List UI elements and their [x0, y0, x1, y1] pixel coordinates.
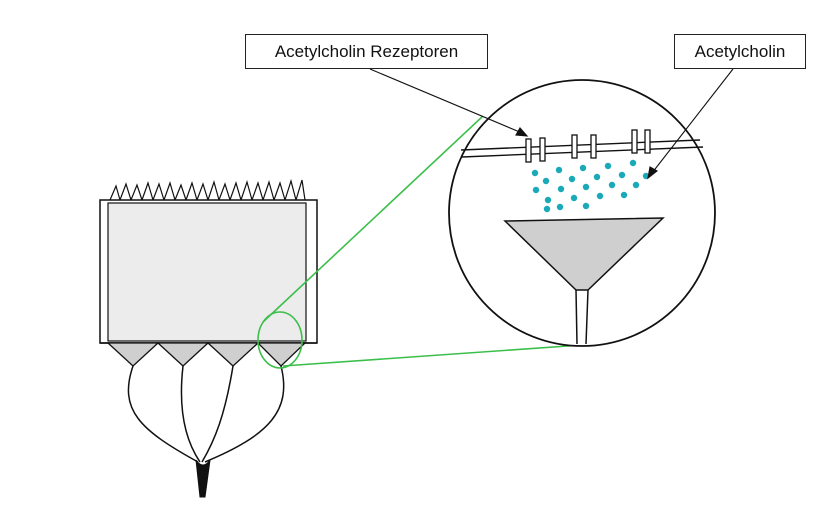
zoom-circle	[448, 79, 716, 347]
presynaptic-axon	[575, 289, 589, 345]
molecule	[604, 162, 612, 170]
molecule	[544, 196, 552, 204]
receptor	[525, 138, 532, 163]
axon-trunk	[195, 459, 211, 498]
muscle-fiber	[99, 178, 318, 344]
axon-branch	[127, 365, 199, 463]
end-plate	[256, 342, 307, 367]
molecule	[593, 173, 601, 181]
end-plate	[206, 342, 260, 367]
molecule	[629, 159, 637, 167]
end-plate	[156, 342, 210, 367]
axon-branch	[180, 365, 201, 463]
molecule	[542, 177, 550, 185]
end-plate	[106, 342, 160, 367]
fiber-inner	[107, 202, 307, 342]
receptor	[644, 129, 651, 154]
membrane-line	[460, 139, 701, 151]
axon-branch	[201, 365, 234, 463]
molecule	[556, 203, 564, 211]
receptor	[590, 134, 597, 159]
axon-branch	[204, 365, 285, 463]
arrow-head	[515, 127, 529, 137]
receptors-label: Acetylcholin Rezeptoren	[245, 34, 488, 69]
molecule	[555, 166, 563, 174]
fiber-spikes	[109, 178, 306, 203]
zoom-line-top	[262, 115, 484, 323]
molecule	[596, 192, 604, 200]
receptor	[571, 134, 578, 159]
membrane-line	[461, 146, 704, 158]
receptor-pointer-line	[369, 68, 523, 134]
molecule	[568, 175, 576, 183]
axon-branches	[127, 365, 285, 463]
zoom-source-circle	[257, 311, 303, 369]
receptors	[525, 129, 651, 163]
ach-pointer-line	[651, 68, 734, 174]
molecule	[632, 181, 640, 189]
acetylcholine-label: Acetylcholin	[674, 34, 806, 69]
arrow-head	[647, 166, 658, 180]
receptor	[631, 129, 638, 154]
molecule	[618, 171, 626, 179]
molecule	[608, 181, 616, 189]
receptor	[539, 137, 546, 162]
zoom-line-bottom	[282, 344, 583, 367]
molecule	[579, 164, 587, 172]
molecule	[543, 205, 551, 213]
acetylcholine-molecules	[531, 159, 650, 213]
zoom-indicator	[257, 115, 583, 369]
label-pointers	[369, 68, 734, 180]
molecule	[582, 202, 590, 210]
molecule	[557, 185, 565, 193]
magnified-synapse	[448, 79, 716, 347]
molecule	[570, 194, 578, 202]
molecule	[582, 183, 590, 191]
end-plates	[106, 342, 307, 367]
molecule	[531, 169, 539, 177]
molecule	[532, 186, 540, 194]
molecule	[620, 191, 628, 199]
